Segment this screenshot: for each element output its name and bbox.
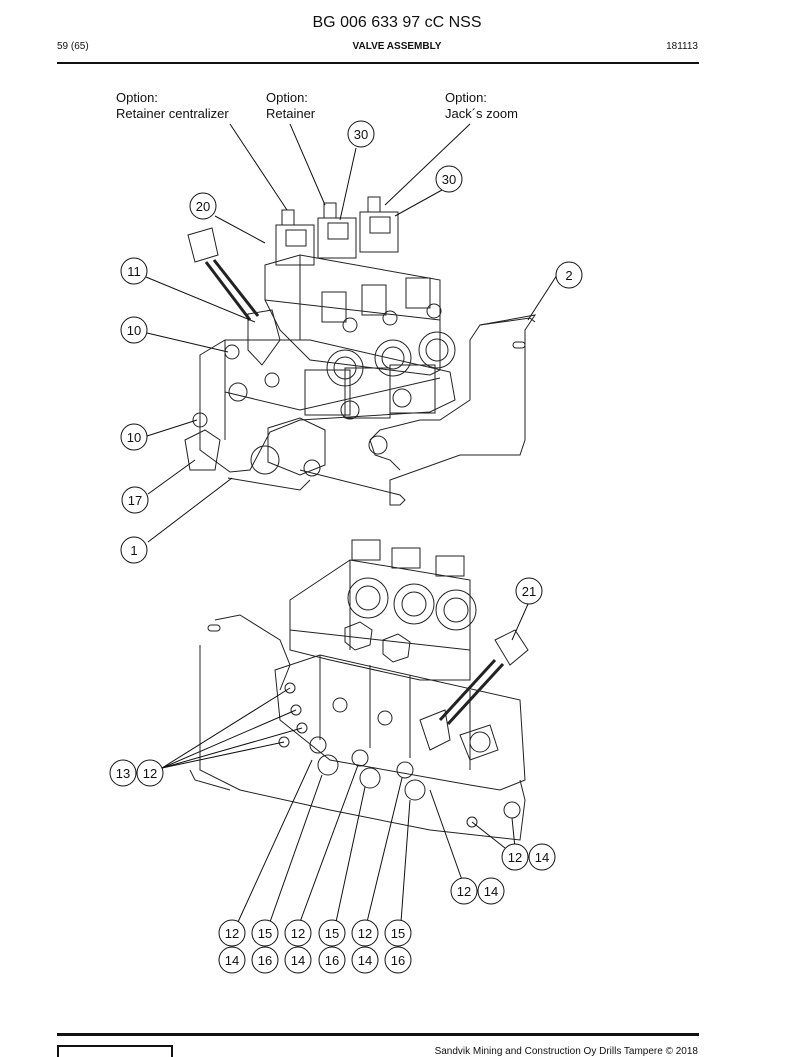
- callout-balloon: 14: [528, 843, 556, 871]
- document-number: BG 006 633 97 cC NSS: [312, 14, 482, 31]
- callout-balloon: 1: [120, 536, 148, 564]
- callout-number: 17: [128, 493, 142, 508]
- callout-number: 10: [127, 430, 141, 445]
- callout-number: 30: [442, 172, 456, 187]
- callout-number: 21: [522, 584, 536, 599]
- callout-number: 2: [565, 268, 572, 283]
- callout-number: 10: [127, 323, 141, 338]
- option-label: Option:: [445, 90, 487, 105]
- upper-assembly-illustration: [184, 196, 537, 506]
- callout-number: 12: [291, 926, 305, 941]
- callout-number: 14: [358, 953, 372, 968]
- callout-balloon: 16: [384, 946, 412, 974]
- page-title: VALVE ASSEMBLY: [352, 41, 442, 52]
- callout-balloon: 30: [435, 165, 463, 193]
- callout-balloon: 10: [120, 423, 148, 451]
- callout-number: 12: [457, 884, 471, 899]
- callout-balloon: 30: [347, 120, 375, 148]
- footer-copyright: Sandvik Mining and Construction Oy Drill…: [434, 1046, 698, 1057]
- page-number: 59 (65): [57, 41, 89, 52]
- callout-balloon: 17: [121, 486, 149, 514]
- lower-assembly-illustration: [189, 539, 529, 841]
- company-logo: [57, 1045, 173, 1057]
- callout-number: 15: [391, 926, 405, 941]
- callout-balloon: 16: [318, 946, 346, 974]
- callout-number: 14: [484, 884, 498, 899]
- callout-balloon: 12: [284, 919, 312, 947]
- option-label: Option:: [266, 90, 308, 105]
- callout-number: 11: [127, 264, 141, 279]
- option-name: Retainer centralizer: [116, 106, 229, 121]
- header-rule: [57, 62, 699, 64]
- callout-balloons: 30 30 20 11 2 10: [109, 120, 583, 974]
- option-name: Jack´s zoom: [445, 106, 518, 121]
- callout-number: 16: [391, 953, 405, 968]
- option-label: Option:: [116, 90, 158, 105]
- callout-number: 30: [354, 127, 368, 142]
- callout-balloon: 2: [555, 261, 583, 289]
- footer-rule: [57, 1033, 699, 1036]
- callout-balloon: 12: [450, 877, 478, 905]
- callout-number: 20: [196, 199, 210, 214]
- callout-balloon: 16: [251, 946, 279, 974]
- callout-number: 16: [325, 953, 339, 968]
- callout-number: 12: [143, 766, 157, 781]
- callout-number: 14: [291, 953, 305, 968]
- callout-number: 12: [225, 926, 239, 941]
- callout-balloon: 12: [501, 843, 529, 871]
- callout-balloon: 14: [477, 877, 505, 905]
- callout-number: 15: [258, 926, 272, 941]
- callout-balloon: 11: [120, 257, 148, 285]
- callout-balloon: 15: [318, 919, 346, 947]
- date-code: 181113: [666, 41, 698, 52]
- callout-number: 1: [130, 543, 137, 558]
- callout-balloon: 13: [109, 759, 137, 787]
- callout-balloon: 14: [218, 946, 246, 974]
- callout-balloon: 21: [515, 577, 543, 605]
- callout-balloon: 12: [136, 759, 164, 787]
- callout-number: 14: [225, 953, 239, 968]
- option-jacks-zoom: Option: Jack´s zoom: [445, 90, 518, 122]
- callout-number: 13: [116, 766, 130, 781]
- callout-number: 12: [358, 926, 372, 941]
- callout-balloon: 12: [351, 919, 379, 947]
- callout-number: 12: [508, 850, 522, 865]
- leader-lines: [145, 123, 558, 923]
- callout-number: 14: [535, 850, 549, 865]
- option-retainer: Option: Retainer: [266, 90, 315, 122]
- callout-number: 16: [258, 953, 272, 968]
- callout-balloon: 15: [251, 919, 279, 947]
- option-retainer-centralizer: Option: Retainer centralizer: [116, 90, 229, 122]
- option-name: Retainer: [266, 106, 316, 121]
- callout-balloon: 20: [189, 192, 217, 220]
- callout-number: 15: [325, 926, 339, 941]
- callout-balloon: 10: [120, 316, 148, 344]
- callout-balloon: 14: [284, 946, 312, 974]
- callout-balloon: 12: [218, 919, 246, 947]
- callout-balloon: 14: [351, 946, 379, 974]
- callout-balloon: 15: [384, 919, 412, 947]
